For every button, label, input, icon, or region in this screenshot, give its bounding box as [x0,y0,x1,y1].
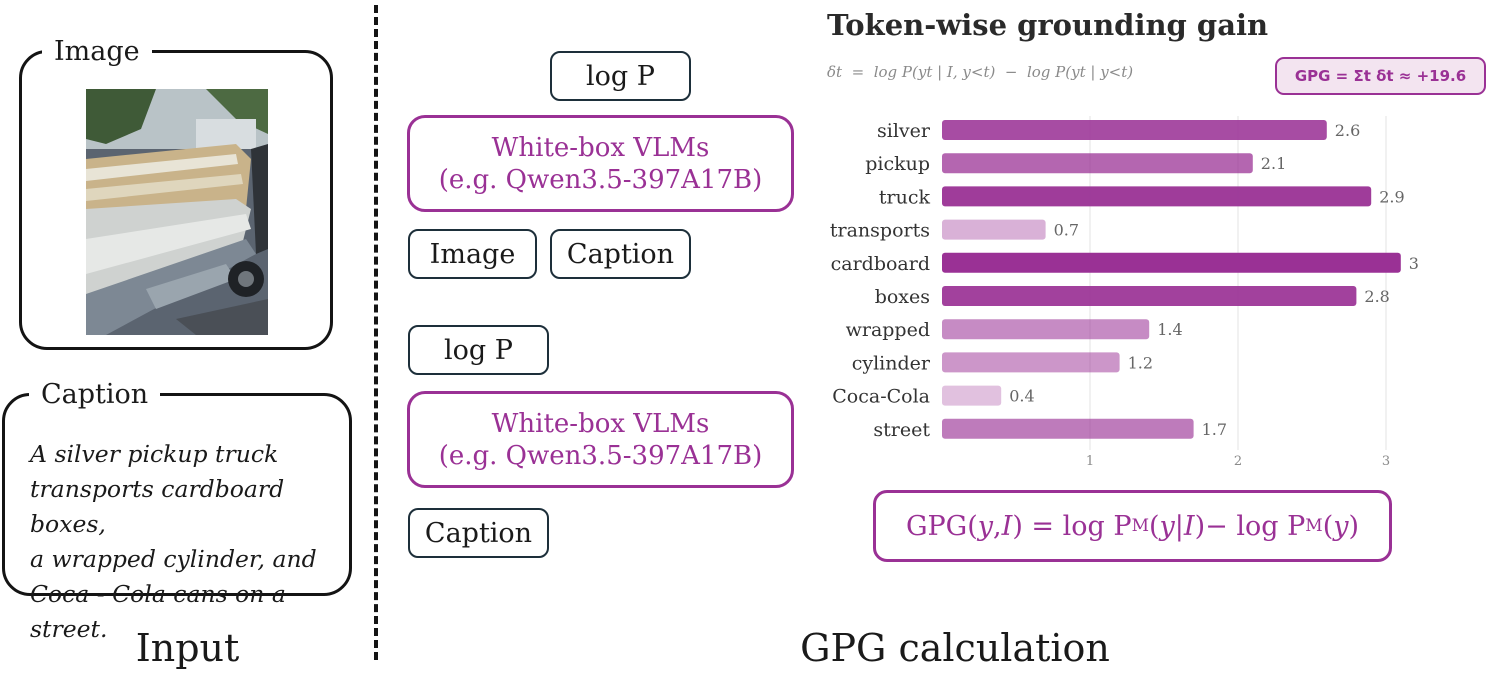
gpg-total-badge: GPG = Σt δt ≈ +19.6 [1275,57,1486,95]
bottom-logp-output: log P [408,325,549,375]
value-label: 0.7 [1054,221,1079,240]
bar [942,120,1327,140]
bar [942,385,1002,406]
top-vlm-box: White-box VLMs (e.g. Qwen3.5-397A17B) [407,115,794,212]
value-label: 1.2 [1128,353,1153,372]
caption-text: A silver pickup truck transports cardboa… [30,440,317,643]
category-label: boxes [875,286,930,308]
formula-eq: ) = log P [1012,510,1132,542]
formula-y3: y [1333,510,1349,542]
bottom-vlm-box: White-box VLMs (e.g. Qwen3.5-397A17B) [407,391,794,488]
formula-comma: , [993,510,1002,542]
bar [942,219,1046,240]
bar [942,352,1120,373]
bar [942,418,1194,439]
category-label: street [873,419,930,441]
gpg-section-label: GPG calculation [800,626,1110,670]
value-label: 2.1 [1261,154,1286,173]
bar [942,186,1372,207]
caption-frame-title: Caption [29,380,161,410]
x-tick-label: 1 [1086,454,1094,469]
bottom-caption-input: Caption [408,508,549,558]
grounding-gain-chart: 1 2 3 silver 2.6 pickup 2.1 truck 2.9 transports 0… [830,116,1420,469]
formula-open: ( [1148,510,1160,542]
top-caption-input: Caption [550,229,691,279]
input-section-label: Input [135,626,240,670]
formula-y2: y [1159,510,1175,542]
formula-model-sub2: M [1305,516,1323,536]
bar [942,286,1357,306]
category-label: wrapped [846,319,930,341]
value-label: 0.4 [1009,387,1034,406]
truck-photo [86,89,268,335]
category-label: Coca-Cola [832,386,930,408]
top-vlm-example: (e.g. Qwen3.5-397A17B) [438,164,763,195]
value-label: 2.8 [1364,287,1389,306]
category-label: cardboard [831,253,930,275]
caption-frame [2,393,352,596]
category-label: silver [877,120,931,142]
top-vlm-name: White-box VLMs [491,132,710,163]
category-label: cylinder [852,352,931,374]
category-label: transports [830,220,930,242]
top-image-input: Image [408,229,537,279]
formula-mid: − log P [1205,510,1306,542]
bar [942,153,1253,174]
value-label: 1.4 [1157,320,1182,339]
formula-lhs: GPG( [905,510,978,542]
bar [942,252,1401,273]
dashed-divider [374,5,378,660]
delta-equation: δt = log P(yt | I, y<t) − log P(yt | y<t… [827,63,1134,81]
formula-bar: | [1174,510,1184,542]
category-label: pickup [865,153,930,175]
value-label: 1.7 [1202,420,1227,439]
image-frame-title: Image [42,37,152,67]
x-tick-label: 3 [1382,454,1390,469]
value-label: 2.6 [1335,121,1360,140]
formula-close: ) [1194,510,1206,542]
x-tick-label: 2 [1234,454,1242,469]
top-logp-output: log P [550,51,691,101]
bar [942,319,1150,340]
value-label: 2.9 [1379,187,1404,206]
formula-close2: ) [1348,510,1360,542]
value-label: 3.1 [1409,254,1420,273]
bottom-vlm-name: White-box VLMs [491,408,710,439]
bottom-vlm-example: (e.g. Qwen3.5-397A17B) [438,440,763,471]
category-label: truck [879,186,931,208]
formula-y: y [977,510,994,542]
formula-I: I [1001,510,1013,542]
formula-open2: ( [1322,510,1334,542]
chart-title: Token-wise grounding gain [827,8,1269,42]
formula-I2: I [1183,510,1195,542]
formula-model-sub: M [1131,516,1149,536]
